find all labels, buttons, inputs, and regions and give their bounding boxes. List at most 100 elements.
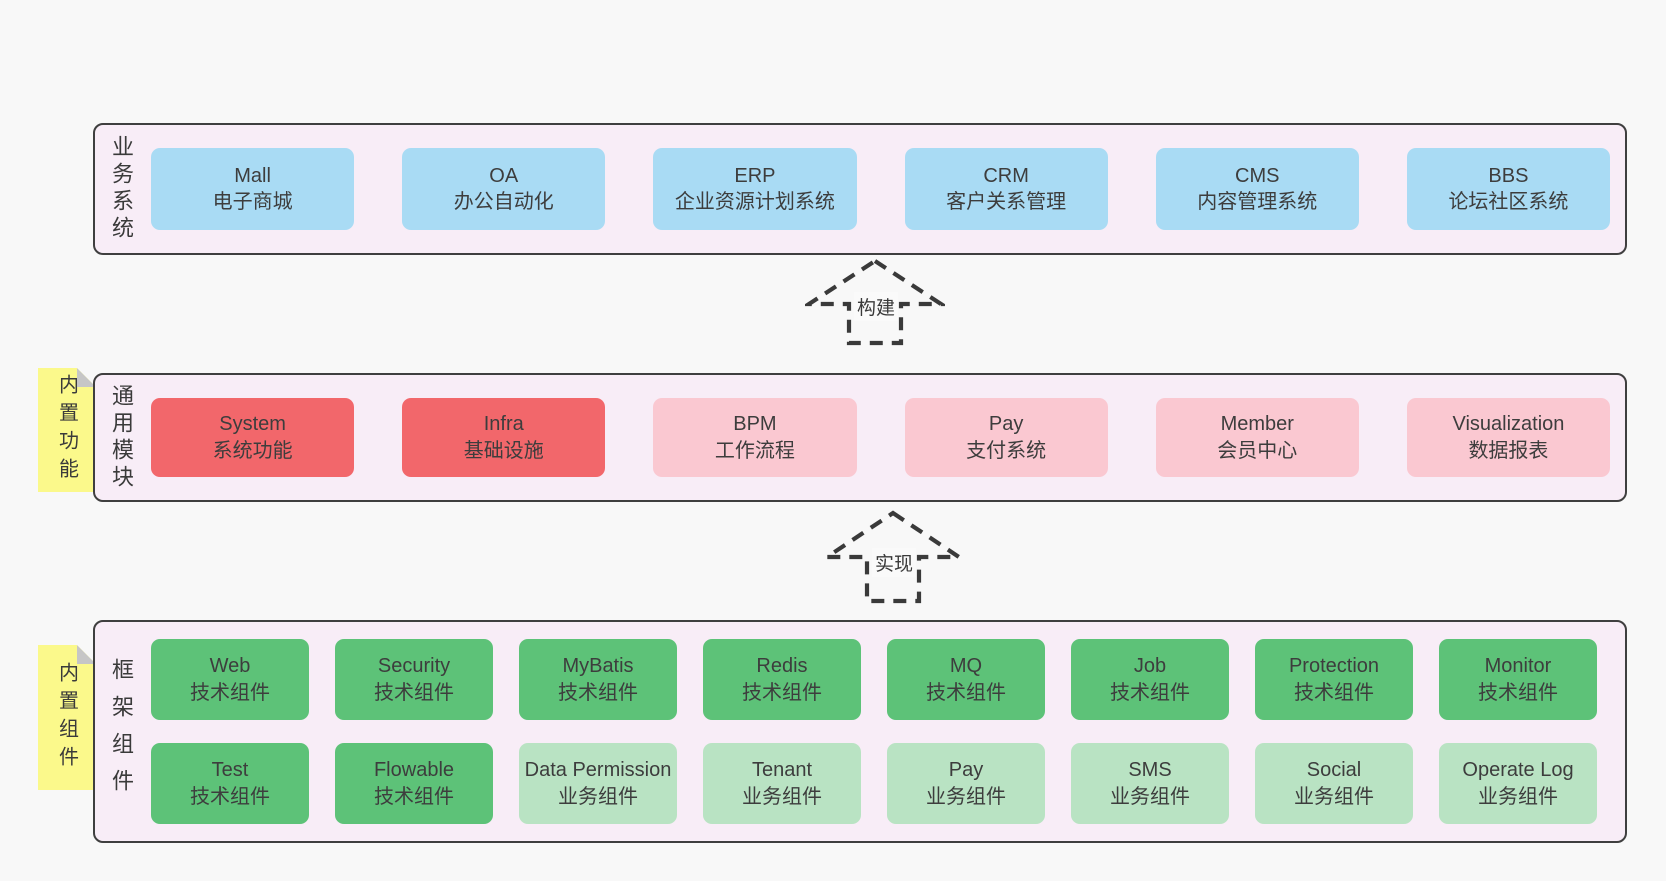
box-cms: CMS 内容管理系统: [1155, 148, 1359, 230]
box-desc: 基础设施: [463, 439, 544, 462]
sticky-note-label: 内置功能: [55, 374, 78, 486]
box-name: Operate Log: [1462, 759, 1574, 782]
box-visualization: Visualization 数据报表: [1406, 398, 1611, 477]
box-desc: 支付系统: [966, 439, 1047, 462]
box-desc: 系统功能: [212, 439, 293, 462]
box-desc: 技术组件: [926, 681, 1006, 704]
box-tenant: Tenant 业务组件: [703, 743, 861, 824]
layer-label: 业务系统: [109, 135, 134, 243]
box-name: Mall: [234, 164, 271, 187]
box-name: Job: [1133, 655, 1167, 678]
box-name: Flowable: [373, 759, 455, 782]
business-boxes-row: Mall 电子商城 OA 办公自动化 ERP 企业资源计划系统 CRM 客户关系…: [147, 125, 1625, 253]
box-social: Social 业务组件: [1255, 743, 1413, 824]
box-desc: 客户关系管理: [946, 191, 1067, 213]
arrow-label-implement: 实现: [872, 548, 917, 577]
box-security: Security 技术组件: [335, 639, 493, 720]
layer-label-column: 业务系统: [95, 125, 147, 253]
layer-label: 框架组件: [109, 657, 134, 806]
box-bpm: BPM 工作流程: [653, 398, 857, 477]
box-name: Tenant: [751, 759, 813, 782]
box-desc: 业务组件: [558, 785, 638, 808]
component-row-1: Web 技术组件 Security 技术组件 MyBatis 技术组件 Redi…: [151, 639, 1597, 720]
layer-label-column: 通用模块: [95, 375, 147, 500]
box-desc: 技术组件: [742, 681, 822, 704]
box-name: Protection: [1288, 655, 1380, 678]
box-desc: 业务组件: [1294, 785, 1374, 808]
box-name: Pay: [988, 413, 1024, 436]
layer-label: 通用模块: [109, 383, 134, 492]
box-desc: 技术组件: [1478, 681, 1558, 704]
box-name: Member: [1220, 413, 1294, 436]
box-redis: Redis 技术组件: [703, 639, 861, 720]
sticky-note-builtin-components: 内置组件: [38, 645, 96, 790]
box-flowable: Flowable 技术组件: [335, 743, 493, 824]
box-name: OA: [489, 164, 519, 187]
box-pay-component: Pay 业务组件: [887, 743, 1045, 824]
box-name: Infra: [483, 413, 524, 436]
box-desc: 业务组件: [742, 785, 822, 808]
box-name: System: [219, 413, 286, 436]
box-desc: 电子商城: [212, 191, 293, 213]
box-test: Test 技术组件: [151, 743, 309, 824]
sticky-note-label: 内置组件: [55, 661, 78, 774]
box-protection: Protection 技术组件: [1255, 639, 1413, 720]
box-name: BPM: [733, 413, 777, 436]
box-desc: 数据报表: [1468, 439, 1549, 462]
box-mybatis: MyBatis 技术组件: [519, 639, 677, 720]
box-desc: 技术组件: [1110, 681, 1190, 704]
box-operate-log: Operate Log 业务组件: [1439, 743, 1597, 824]
layer-business-systems: 业务系统 Mall 电子商城 OA 办公自动化 ERP 企业资源计划系统 CRM…: [93, 123, 1627, 255]
box-desc: 技术组件: [1294, 681, 1374, 704]
box-name: Redis: [756, 655, 808, 678]
module-boxes-row: System 系统功能 Infra 基础设施 BPM 工作流程 Pay 支付系统…: [147, 375, 1625, 500]
arrow-label-build: 构建: [854, 292, 899, 321]
box-desc: 工作流程: [714, 439, 795, 462]
box-name: CRM: [983, 164, 1029, 187]
box-name: MyBatis: [562, 655, 634, 678]
sticky-note-builtin-features: 内置功能: [38, 368, 96, 492]
box-desc: 论坛社区系统: [1448, 191, 1569, 213]
box-erp: ERP 企业资源计划系统: [653, 148, 857, 230]
box-desc: 技术组件: [374, 785, 454, 808]
box-system: System 系统功能: [151, 398, 355, 477]
box-mq: MQ 技术组件: [887, 639, 1045, 720]
box-crm: CRM 客户关系管理: [904, 148, 1108, 230]
box-name: Data Permission: [524, 759, 672, 782]
box-name: CMS: [1235, 164, 1280, 187]
box-monitor: Monitor 技术组件: [1439, 639, 1597, 720]
box-desc: 内容管理系统: [1197, 191, 1318, 213]
layer-label-column: 框架组件: [95, 622, 147, 841]
layer-common-modules: 通用模块 System 系统功能 Infra 基础设施 BPM 工作流程 Pay…: [93, 373, 1627, 502]
up-arrow-build-icon: [805, 257, 945, 347]
box-desc: 技术组件: [558, 681, 638, 704]
box-desc: 技术组件: [190, 681, 270, 704]
box-oa: OA 办公自动化: [402, 148, 606, 230]
box-web: Web 技术组件: [151, 639, 309, 720]
box-name: Visualization: [1452, 413, 1565, 436]
layer-framework-components: 框架组件 Web 技术组件 Security 技术组件 MyBatis 技术组件…: [93, 620, 1627, 843]
up-arrow-implement-icon: [823, 509, 963, 605]
box-bbs: BBS 论坛社区系统: [1406, 148, 1611, 230]
box-name: ERP: [734, 164, 776, 187]
box-name: Security: [377, 655, 451, 678]
box-name: BBS: [1488, 164, 1529, 187]
box-name: Test: [211, 759, 249, 782]
box-name: SMS: [1128, 759, 1172, 782]
box-data-permission: Data Permission 业务组件: [519, 743, 677, 824]
box-desc: 企业资源计划系统: [674, 191, 835, 213]
box-name: Social: [1306, 759, 1362, 782]
component-row-2: Test 技术组件 Flowable 技术组件 Data Permission …: [151, 743, 1597, 824]
box-member: Member 会员中心: [1155, 398, 1359, 477]
box-desc: 业务组件: [1478, 785, 1558, 808]
box-desc: 技术组件: [374, 681, 454, 704]
box-job: Job 技术组件: [1071, 639, 1229, 720]
box-mall: Mall 电子商城: [151, 148, 355, 230]
component-grid: Web 技术组件 Security 技术组件 MyBatis 技术组件 Redi…: [147, 622, 1625, 841]
box-desc: 会员中心: [1217, 439, 1298, 462]
box-desc: 技术组件: [190, 785, 270, 808]
box-name: Monitor: [1484, 655, 1552, 678]
box-desc: 业务组件: [1110, 785, 1190, 808]
box-sms: SMS 业务组件: [1071, 743, 1229, 824]
box-name: MQ: [949, 655, 983, 678]
